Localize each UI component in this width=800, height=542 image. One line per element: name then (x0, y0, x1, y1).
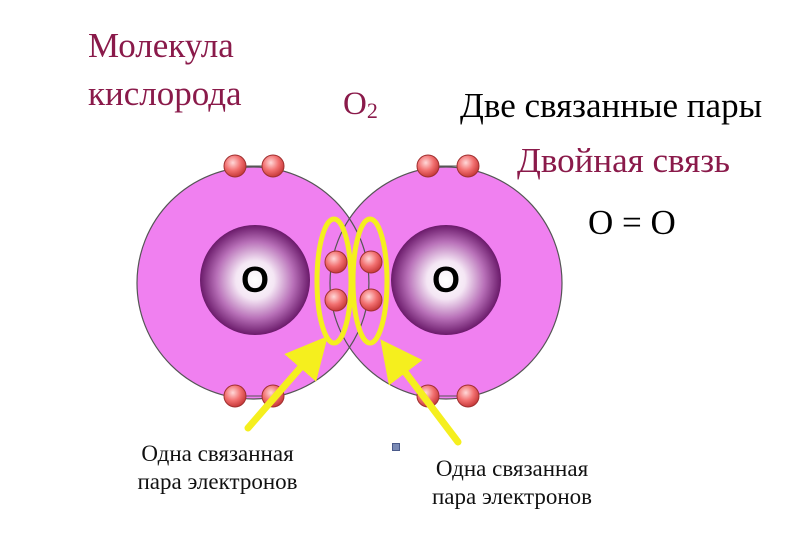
title-line2: кислорода (88, 74, 242, 113)
bonding-electron (324, 250, 348, 274)
caption-right-line1: Одна связанная (435, 456, 589, 481)
caption-right: Одна связанная пара электронов (392, 455, 632, 511)
arrow-left (244, 336, 328, 432)
bonding-electron (359, 288, 383, 312)
electron (456, 384, 480, 408)
text-marker (392, 443, 400, 451)
left-atom-symbol: O (241, 259, 269, 300)
electron (416, 154, 440, 178)
bond-pair-ring-right (350, 216, 390, 346)
bonding-electron (359, 250, 383, 274)
caption-left: Одна связанная пара электронов (100, 440, 335, 496)
right-atom-symbol: O (432, 259, 460, 300)
caption-right-line2: пара электронов (432, 484, 592, 509)
arrow-right (380, 339, 462, 446)
molecular-formula: O2 (343, 88, 378, 122)
left-nucleus (200, 225, 310, 335)
two-bonded-pairs-label: Две связанные пары (460, 86, 763, 125)
title-line1: Молекула (88, 26, 234, 65)
electron (456, 154, 480, 178)
bonding-electron (324, 288, 348, 312)
structural-formula: O = O (588, 203, 676, 242)
formula-subscript: 2 (366, 98, 378, 123)
caption-left-line1: Одна связанная (141, 441, 294, 466)
formula-symbol: O (343, 86, 367, 122)
electron (223, 154, 247, 178)
electron (261, 154, 285, 178)
double-bond-label: Двойная связь (517, 141, 730, 180)
caption-left-line2: пара электронов (137, 469, 298, 494)
electron (223, 384, 247, 408)
right-nucleus (391, 225, 501, 335)
